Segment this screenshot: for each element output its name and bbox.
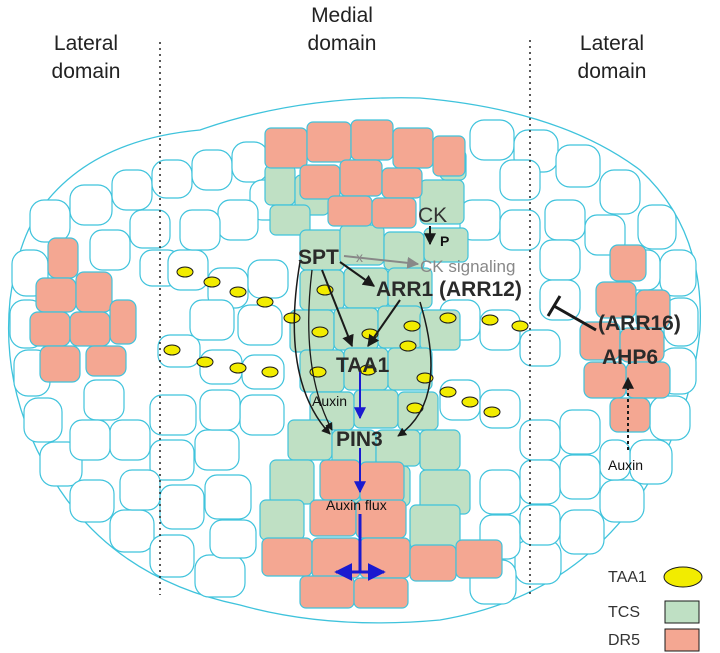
spt-label: SPT <box>298 246 339 269</box>
arr16-label: (ARR16) <box>598 312 681 335</box>
regulatory-arrows <box>293 226 634 581</box>
legend-swatch-taa1 <box>663 566 703 588</box>
ck-label: CK <box>418 204 447 227</box>
legend-label-dr5: DR5 <box>608 632 640 649</box>
legend-swatch-tcs <box>664 600 700 624</box>
right-dr5-cells <box>579 244 671 433</box>
auxin-right-label: Auxin <box>608 457 643 473</box>
medial-dr5-bottom <box>261 459 503 609</box>
p-label: P <box>440 233 449 249</box>
arr1-label: ARR1 (ARR12) <box>376 278 522 301</box>
domain-separators <box>159 40 531 595</box>
ahp6-label: AHP6 <box>602 346 658 369</box>
medial-dr5-top <box>264 119 466 229</box>
legend-label-tcs: TCS <box>608 604 640 621</box>
auxin-mid-label: Auxin <box>312 393 347 409</box>
legend-label-taa1: TAA1 <box>608 569 647 586</box>
right-domain-subtitle: domain <box>578 60 647 83</box>
left-dr5-cells <box>29 237 137 383</box>
legend-swatch-dr5 <box>664 628 700 652</box>
left-domain-subtitle: domain <box>52 60 121 83</box>
auxin-flux-label: Auxin flux <box>326 497 387 513</box>
medial-domain-subtitle: domain <box>308 32 377 55</box>
x-label: x <box>356 249 363 265</box>
left-domain-title: Lateral <box>54 32 118 55</box>
ck-signaling-label: CK signaling <box>420 257 515 276</box>
taa1-nuclei <box>163 266 529 418</box>
right-domain-title: Lateral <box>580 32 644 55</box>
legend: TAA1 TCS DR5 <box>608 566 703 652</box>
pin3-label: PIN3 <box>336 428 383 451</box>
medial-domain-title: Medial <box>311 4 373 27</box>
taa1-label: TAA1 <box>336 354 390 377</box>
